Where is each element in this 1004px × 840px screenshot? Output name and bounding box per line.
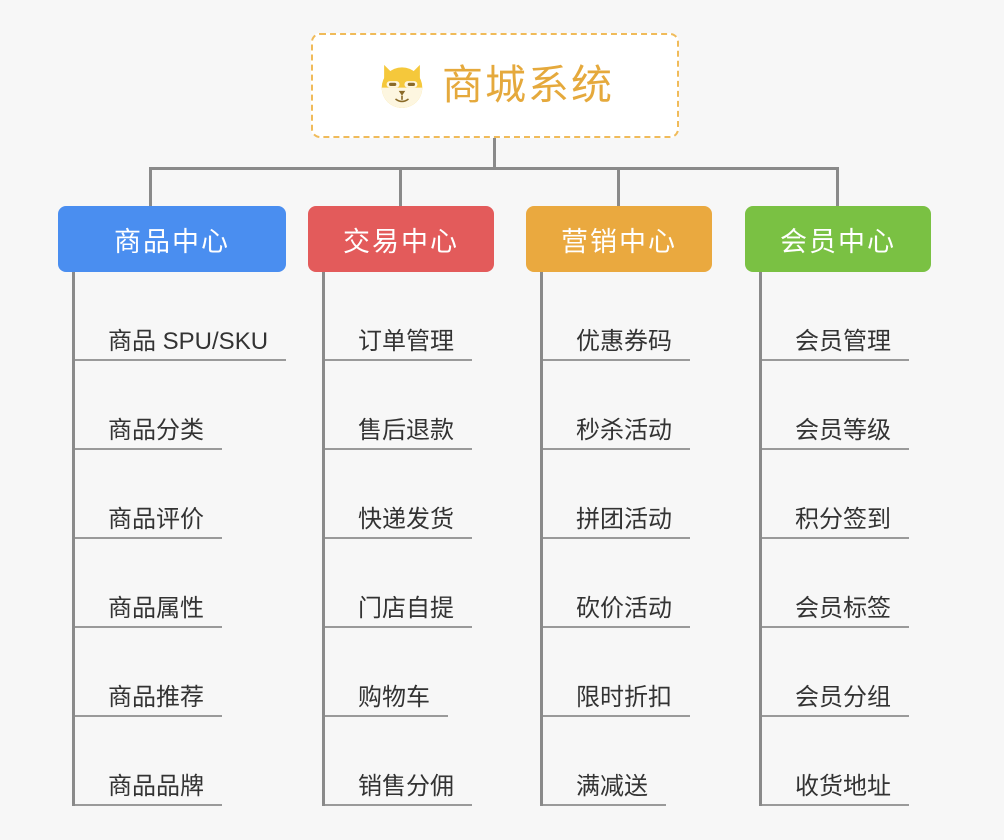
leaf-label: 快递发货 xyxy=(325,505,472,539)
leaf-label: 商品 SPU/SKU xyxy=(75,327,287,361)
connector-horizontal-bus xyxy=(149,167,838,170)
leaf-label: 优惠券码 xyxy=(543,327,690,361)
branch-marketing-center: 营销中心 优惠券码 秒杀活动 拼团活动 砍价活动 限时折扣 满减送 xyxy=(526,206,712,806)
leaf-label: 拼团活动 xyxy=(543,505,690,539)
leaf-label: 秒杀活动 xyxy=(543,416,690,450)
leaf-item[interactable]: 积分签到 xyxy=(762,450,931,539)
leaf-label: 商品推荐 xyxy=(75,683,222,717)
leaf-label: 收货地址 xyxy=(762,772,909,806)
leaf-label: 砍价活动 xyxy=(543,594,690,628)
leaf-label: 销售分佣 xyxy=(325,772,472,806)
leaf-label: 门店自提 xyxy=(325,594,472,628)
leaf-label: 商品品牌 xyxy=(75,772,222,806)
branch-header-product-center[interactable]: 商品中心 xyxy=(58,206,286,272)
leaf-item[interactable]: 门店自提 xyxy=(325,539,494,628)
branch-header-member-center[interactable]: 会员中心 xyxy=(745,206,931,272)
leaf-item[interactable]: 商品分类 xyxy=(75,361,286,450)
dog-face-icon xyxy=(381,64,423,108)
leaf-label: 积分签到 xyxy=(762,505,909,539)
root-node[interactable]: 商城系统 xyxy=(311,33,679,138)
branch-member-center: 会员中心 会员管理 会员等级 积分签到 会员标签 会员分组 收货地址 xyxy=(745,206,931,806)
root-title: 商城系统 xyxy=(442,62,614,108)
leaf-item[interactable]: 商品推荐 xyxy=(75,628,286,717)
leaf-label: 商品属性 xyxy=(75,594,222,628)
leaf-item[interactable]: 商品评价 xyxy=(75,450,286,539)
leaf-item[interactable]: 会员等级 xyxy=(762,361,931,450)
leaf-item[interactable]: 购物车 xyxy=(325,628,494,717)
leaf-list-member-center: 会员管理 会员等级 积分签到 会员标签 会员分组 收货地址 xyxy=(759,272,931,806)
leaf-label: 订单管理 xyxy=(325,327,472,361)
leaf-label: 会员管理 xyxy=(762,327,909,361)
leaf-label: 会员分组 xyxy=(762,683,909,717)
leaf-label: 购物车 xyxy=(325,683,448,717)
leaf-item[interactable]: 优惠券码 xyxy=(543,272,712,361)
leaf-item[interactable]: 销售分佣 xyxy=(325,717,494,806)
leaf-label: 会员标签 xyxy=(762,594,909,628)
leaf-list-product-center: 商品 SPU/SKU 商品分类 商品评价 商品属性 商品推荐 商品品牌 xyxy=(72,272,287,806)
leaf-item[interactable]: 商品属性 xyxy=(75,539,286,628)
leaf-item[interactable]: 满减送 xyxy=(543,717,712,806)
leaf-label: 商品评价 xyxy=(75,505,222,539)
branch-trade-center: 交易中心 订单管理 售后退款 快递发货 门店自提 购物车 销售分佣 xyxy=(308,206,494,806)
connector-drop-1 xyxy=(149,167,152,207)
connector-drop-4 xyxy=(836,167,839,207)
leaf-item[interactable]: 拼团活动 xyxy=(543,450,712,539)
leaf-label: 商品分类 xyxy=(75,416,222,450)
leaf-list-marketing-center: 优惠券码 秒杀活动 拼团活动 砍价活动 限时折扣 满减送 xyxy=(540,272,712,806)
leaf-item[interactable]: 秒杀活动 xyxy=(543,361,712,450)
leaf-item[interactable]: 快递发货 xyxy=(325,450,494,539)
leaf-item[interactable]: 订单管理 xyxy=(325,272,494,361)
leaf-item[interactable]: 会员标签 xyxy=(762,539,931,628)
leaf-item[interactable]: 商品品牌 xyxy=(75,717,286,806)
branch-product-center: 商品中心 商品 SPU/SKU 商品分类 商品评价 商品属性 商品推荐 商品品牌 xyxy=(58,206,287,806)
leaf-label: 售后退款 xyxy=(325,416,472,450)
leaf-item[interactable]: 商品 SPU/SKU xyxy=(75,272,287,361)
leaf-label: 满减送 xyxy=(543,772,666,806)
branch-header-marketing-center[interactable]: 营销中心 xyxy=(526,206,712,272)
leaf-item[interactable]: 售后退款 xyxy=(325,361,494,450)
leaf-item[interactable]: 限时折扣 xyxy=(543,628,712,717)
leaf-item[interactable]: 会员管理 xyxy=(762,272,931,361)
leaf-label: 会员等级 xyxy=(762,416,909,450)
branch-header-trade-center[interactable]: 交易中心 xyxy=(308,206,494,272)
connector-drop-2 xyxy=(399,167,402,207)
connector-root-stem xyxy=(493,138,496,170)
leaf-label: 限时折扣 xyxy=(543,683,690,717)
connector-drop-3 xyxy=(617,167,620,207)
leaf-item[interactable]: 砍价活动 xyxy=(543,539,712,628)
leaf-item[interactable]: 收货地址 xyxy=(762,717,931,806)
leaf-list-trade-center: 订单管理 售后退款 快递发货 门店自提 购物车 销售分佣 xyxy=(322,272,494,806)
leaf-item[interactable]: 会员分组 xyxy=(762,628,931,717)
